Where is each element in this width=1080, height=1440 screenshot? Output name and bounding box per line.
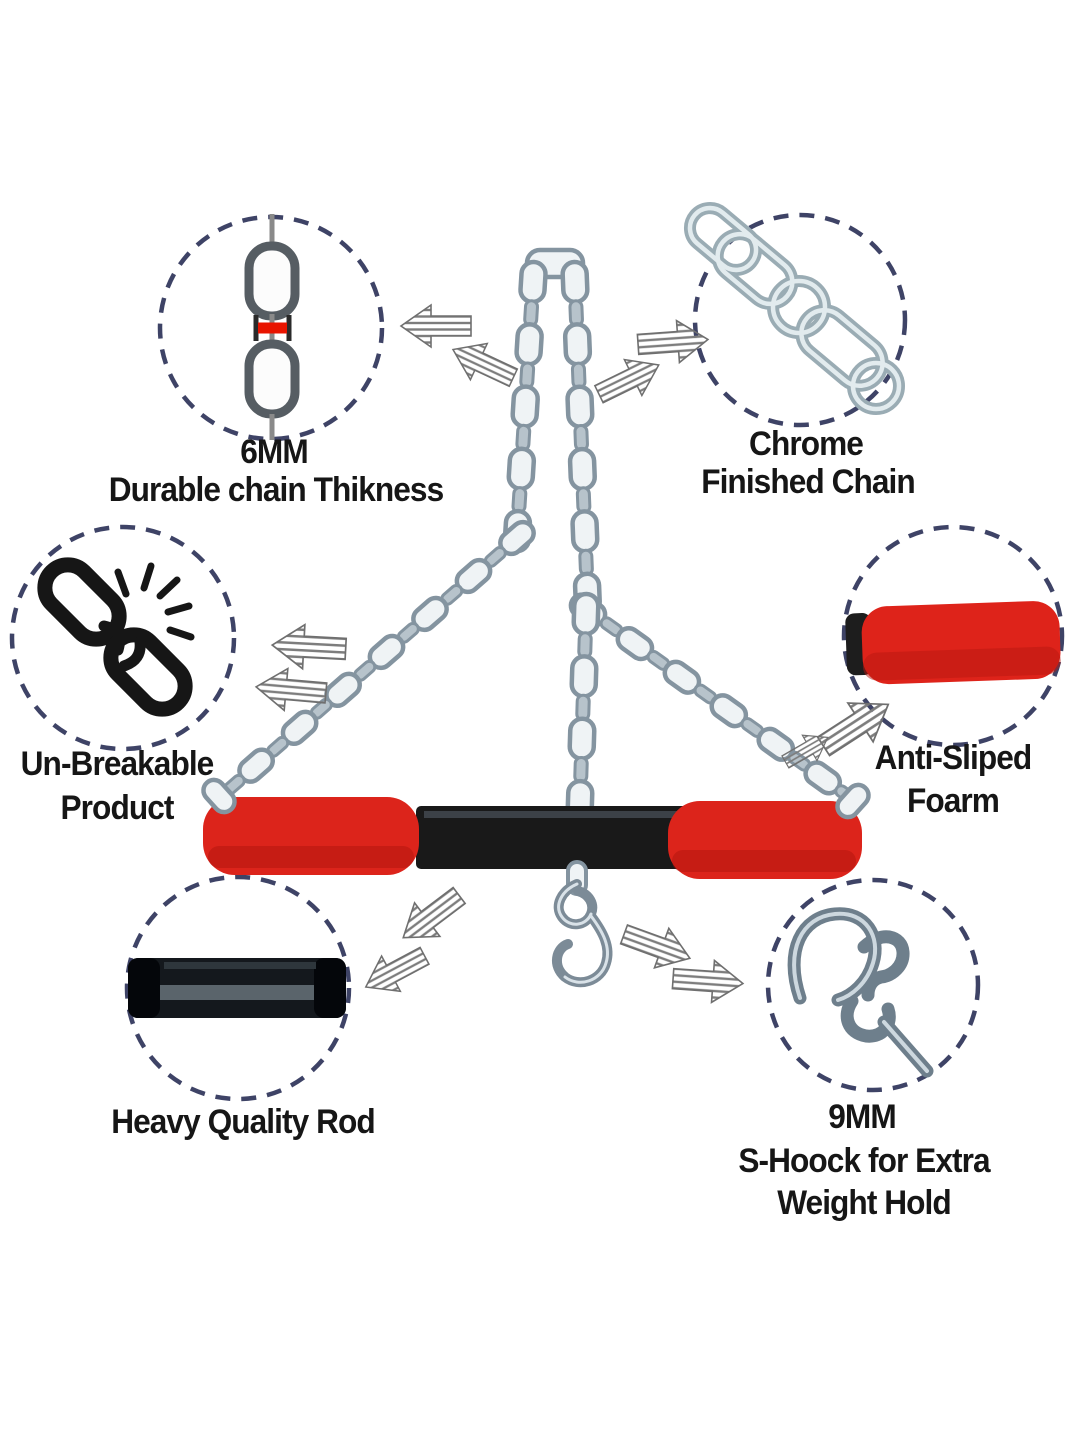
anti-slip-foam-label-line1: Anti-Sliped xyxy=(874,739,1033,777)
broken-chain-icon xyxy=(37,557,195,717)
chain-graphic xyxy=(222,519,536,796)
chrome-chain-icon xyxy=(683,202,905,415)
s-hook-hanging xyxy=(552,860,613,988)
callout-circle-s-hook xyxy=(765,877,981,1093)
measured-chain-link-icon xyxy=(244,214,300,440)
chain-graphic xyxy=(560,259,602,617)
red-foam-grip-icon xyxy=(845,601,1061,685)
s-hook-label-line1: 9MM xyxy=(828,1098,896,1136)
chain-thickness-label-line2: Durable chain Thikness xyxy=(108,471,444,509)
unbreakable-label-line2: Product xyxy=(60,789,175,827)
hatched-arrow-icon xyxy=(389,877,473,956)
break-spark-lines xyxy=(114,562,195,641)
unbreakable-label-line1: Un-Breakable xyxy=(20,745,215,783)
callout-circle-anti-slip-foam xyxy=(841,524,1065,748)
handle-bar-graphic xyxy=(203,797,862,879)
rod-center xyxy=(416,806,688,869)
chain-attachment-links xyxy=(201,777,871,820)
foam-grip-left xyxy=(203,797,419,875)
black-steel-rod-icon xyxy=(128,958,346,1018)
callout-circle-unbreakable xyxy=(9,524,237,752)
chain-graphic xyxy=(502,259,548,554)
hatched-arrow-icon xyxy=(270,622,348,672)
chain-graphic xyxy=(568,592,858,806)
s-hook-icon xyxy=(787,907,934,1078)
hatched-arrow-icon xyxy=(670,956,746,1006)
hatched-arrow-icon xyxy=(589,346,669,413)
anti-slip-foam-label-line2: Foarm xyxy=(907,782,1000,820)
hatched-arrow-icon xyxy=(635,317,711,367)
s-hook-label-line3: Weight Hold xyxy=(777,1184,952,1222)
hatched-arrow-icon xyxy=(616,913,698,979)
hatched-arrow-icon xyxy=(400,304,472,348)
heavy-rod-label: Heavy Quality Rod xyxy=(111,1103,376,1141)
hatched-arrow-icon xyxy=(443,330,523,397)
hatched-arrow-icon xyxy=(355,937,435,1006)
chrome-chain-label-line2: Finished Chain xyxy=(701,463,916,501)
callout-circle-chrome-chain xyxy=(692,212,908,428)
chain-thickness-label-line1: 6MM xyxy=(240,433,308,471)
s-hook-label-line2: S-Hoock for Extra xyxy=(738,1142,990,1180)
foam-grip-right xyxy=(668,801,862,879)
callout-circle-heavy-rod xyxy=(124,874,352,1102)
chrome-chain-label-line1: Chrome xyxy=(749,425,864,463)
